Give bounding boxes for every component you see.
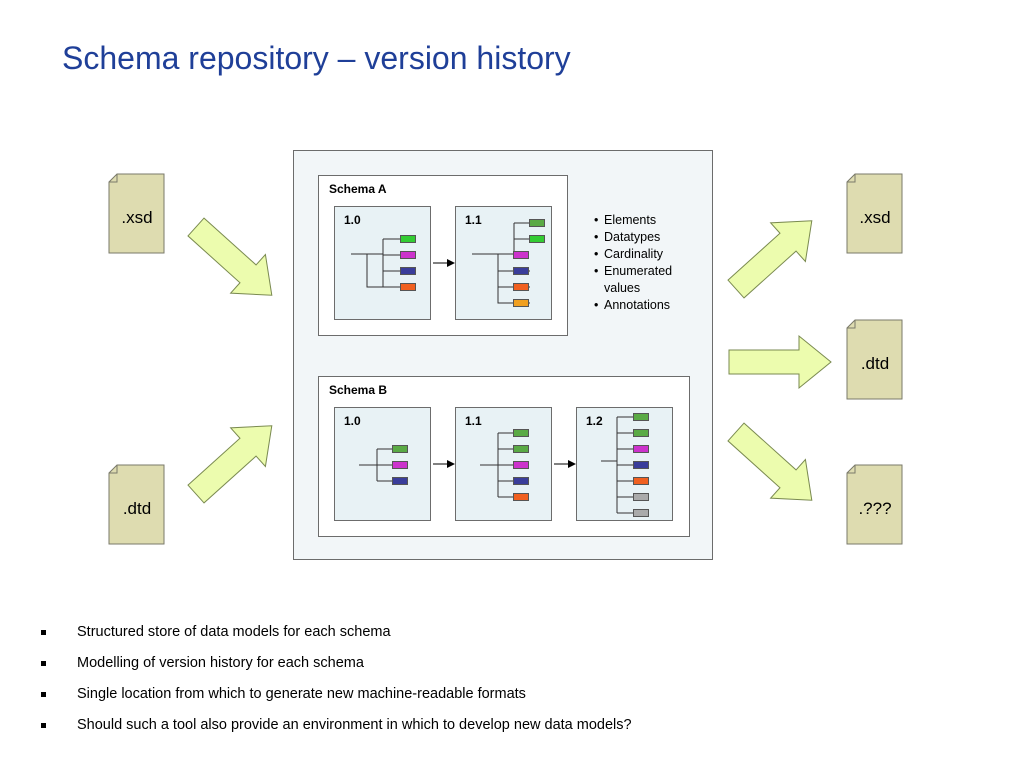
tree-node	[400, 283, 416, 291]
input-document-dtd: .dtd	[108, 464, 165, 545]
property-item: Elements	[592, 212, 704, 229]
document-label: .xsd	[859, 208, 891, 227]
document-icon	[846, 319, 903, 400]
tree-node	[513, 299, 529, 307]
tree-node	[400, 235, 416, 243]
version-arrow	[554, 460, 576, 468]
tree-node	[400, 267, 416, 275]
tree-node	[633, 509, 649, 517]
arrow-unknown-out	[727, 422, 813, 501]
output-document-unknown: .???	[846, 464, 903, 545]
document-icon	[108, 464, 165, 545]
tree-node	[513, 477, 529, 485]
version-label: 1.0	[344, 414, 361, 428]
tree-node	[633, 445, 649, 453]
property-item: Enumerated values	[592, 263, 704, 297]
bullet-text: Modelling of version history for each sc…	[77, 655, 364, 671]
bullet-marker	[41, 692, 46, 697]
tree-node	[529, 219, 545, 227]
schema-a-version-1-0: 1.0	[334, 206, 431, 320]
tree-lines	[359, 448, 393, 482]
document-icon	[846, 464, 903, 545]
tree-node	[633, 429, 649, 437]
arrow-xsd-in	[187, 217, 273, 296]
schema-b-title: Schema B	[329, 383, 388, 397]
output-document-xsd: .xsd	[846, 173, 903, 254]
document-label: .???	[858, 499, 892, 518]
bullet-item: Should such a tool also provide an envir…	[40, 717, 632, 748]
bullet-marker	[41, 630, 46, 635]
tree-node	[633, 493, 649, 501]
tree-node	[513, 283, 529, 291]
version-label: 1.0	[344, 213, 361, 227]
tree-node	[513, 461, 529, 469]
tree-node	[513, 429, 529, 437]
document-label: .xsd	[121, 208, 153, 227]
arrow-dtd-out	[728, 334, 832, 390]
property-item: Datatypes	[592, 229, 704, 246]
version-label: 1.1	[465, 213, 482, 227]
version-label: 1.2	[586, 414, 603, 428]
tree-lines	[351, 238, 400, 288]
tree-node	[392, 461, 408, 469]
version-arrow	[433, 259, 455, 267]
tree-node	[513, 493, 529, 501]
property-list: Elements Datatypes Cardinality Enumerate…	[592, 212, 704, 314]
schema-a-version-1-1: 1.1	[455, 206, 552, 320]
tree-lines	[480, 432, 514, 498]
schema-a-title: Schema A	[329, 182, 387, 196]
tree-lines	[601, 416, 633, 514]
schema-b-version-1-0: 1.0	[334, 407, 431, 521]
output-document-dtd: .dtd	[846, 319, 903, 400]
document-label: .dtd	[860, 354, 890, 373]
tree-node	[513, 445, 529, 453]
document-icon	[846, 173, 903, 254]
bullet-item: Single location from which to generate n…	[40, 686, 632, 717]
property-item: Cardinality	[592, 246, 704, 263]
schema-b-version-1-1: 1.1	[455, 407, 552, 521]
tree-node	[513, 267, 529, 275]
tree-node	[392, 445, 408, 453]
tree-node	[529, 235, 545, 243]
bullet-marker	[41, 661, 46, 666]
tree-node	[400, 251, 416, 259]
bullet-marker	[41, 723, 46, 728]
tree-node	[633, 461, 649, 469]
bullet-list: Structured store of data models for each…	[40, 624, 632, 748]
bullet-text: Single location from which to generate n…	[77, 686, 526, 702]
tree-node	[633, 413, 649, 421]
bullet-item: Structured store of data models for each…	[40, 624, 632, 655]
tree-node	[513, 251, 529, 259]
tree-node	[392, 477, 408, 485]
document-icon	[108, 173, 165, 254]
input-document-xsd: .xsd	[108, 173, 165, 254]
slide-title: Schema repository – version history	[62, 40, 571, 76]
tree-node	[633, 477, 649, 485]
bullet-item: Modelling of version history for each sc…	[40, 655, 632, 686]
version-arrow	[433, 460, 455, 468]
bullet-text: Should such a tool also provide an envir…	[77, 717, 632, 733]
arrow-dtd-in	[187, 425, 273, 504]
document-label: .dtd	[122, 499, 152, 518]
version-label: 1.1	[465, 414, 482, 428]
bullet-text: Structured store of data models for each…	[77, 624, 391, 640]
property-item: Annotations	[592, 297, 704, 314]
schema-b-version-1-2: 1.2	[576, 407, 673, 521]
arrow-xsd-out	[727, 220, 813, 299]
